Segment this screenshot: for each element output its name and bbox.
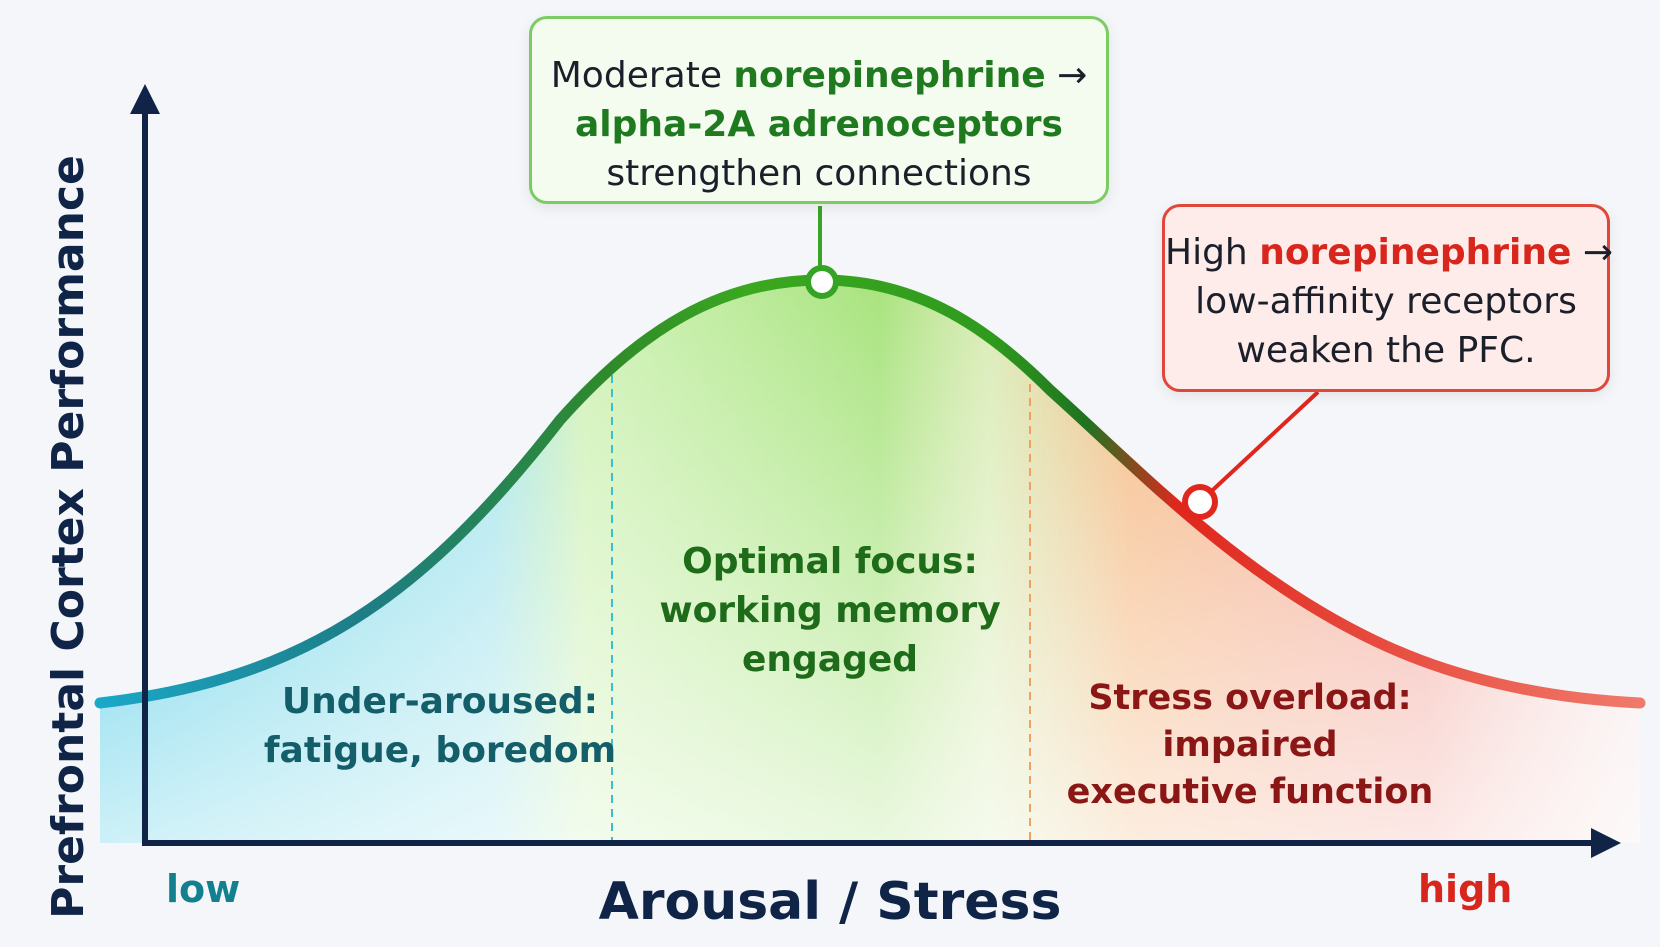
y-axis-title: Prefrontal Cortex Performance — [43, 155, 94, 919]
zone-left-line2: fatigue, boredom — [263, 730, 617, 771]
callout-moderate-prefix: Moderate — [550, 55, 734, 96]
callout-moderate-line2: alpha-2A adrenoceptors — [575, 104, 1063, 145]
connector-red — [1200, 390, 1320, 502]
zone-mid-line3: engaged — [741, 639, 919, 680]
x-axis-title: Arousal / Stress — [598, 872, 1062, 932]
callout-high-highlight: norepinephrine — [1259, 232, 1572, 273]
callout-moderate-line3: strengthen connections — [606, 153, 1032, 194]
zone-right-line2: impaired — [1162, 725, 1338, 765]
zone-label-stress-overload: Stress overload: impaired executive func… — [1040, 675, 1460, 816]
arrow-icon: → — [1571, 232, 1614, 273]
x-axis-high-label: high — [1418, 867, 1513, 911]
optimal-point-marker — [805, 265, 839, 299]
zone-label-under-aroused: Under-aroused: fatigue, boredom — [250, 677, 630, 775]
zone-mid-line2: working memory — [659, 590, 1001, 631]
zone-right-line3: executive function — [1066, 772, 1434, 812]
callout-high-prefix: High — [1165, 232, 1260, 273]
callout-moderate-norepinephrine: Moderate norepinephrine → alpha-2A adren… — [529, 16, 1109, 204]
callout-moderate-line1: Moderate norepinephrine → — [532, 51, 1106, 100]
callout-moderate-highlight: norepinephrine — [733, 55, 1046, 96]
callout-high-norepinephrine: High norepinephrine → low-affinity recep… — [1162, 204, 1613, 392]
zone-left-line1: Under-aroused: — [281, 681, 599, 722]
area-fade — [100, 280, 1640, 843]
inverted-u-curve — [94, 274, 1646, 709]
zone-label-optimal: Optimal focus: working memory engaged — [630, 537, 1030, 684]
zone-mid-line1: Optimal focus: — [682, 541, 978, 582]
callout-high-line1: High norepinephrine → — [1165, 228, 1613, 277]
x-axis-low-label: low — [166, 867, 241, 911]
overload-point-marker — [1182, 484, 1218, 520]
callout-high-line2: low-affinity receptors — [1195, 281, 1577, 322]
callout-high-line3: weaken the PFC. — [1236, 330, 1536, 371]
zone-right-line1: Stress overload: — [1088, 678, 1412, 718]
arrow-icon: → — [1045, 55, 1088, 96]
